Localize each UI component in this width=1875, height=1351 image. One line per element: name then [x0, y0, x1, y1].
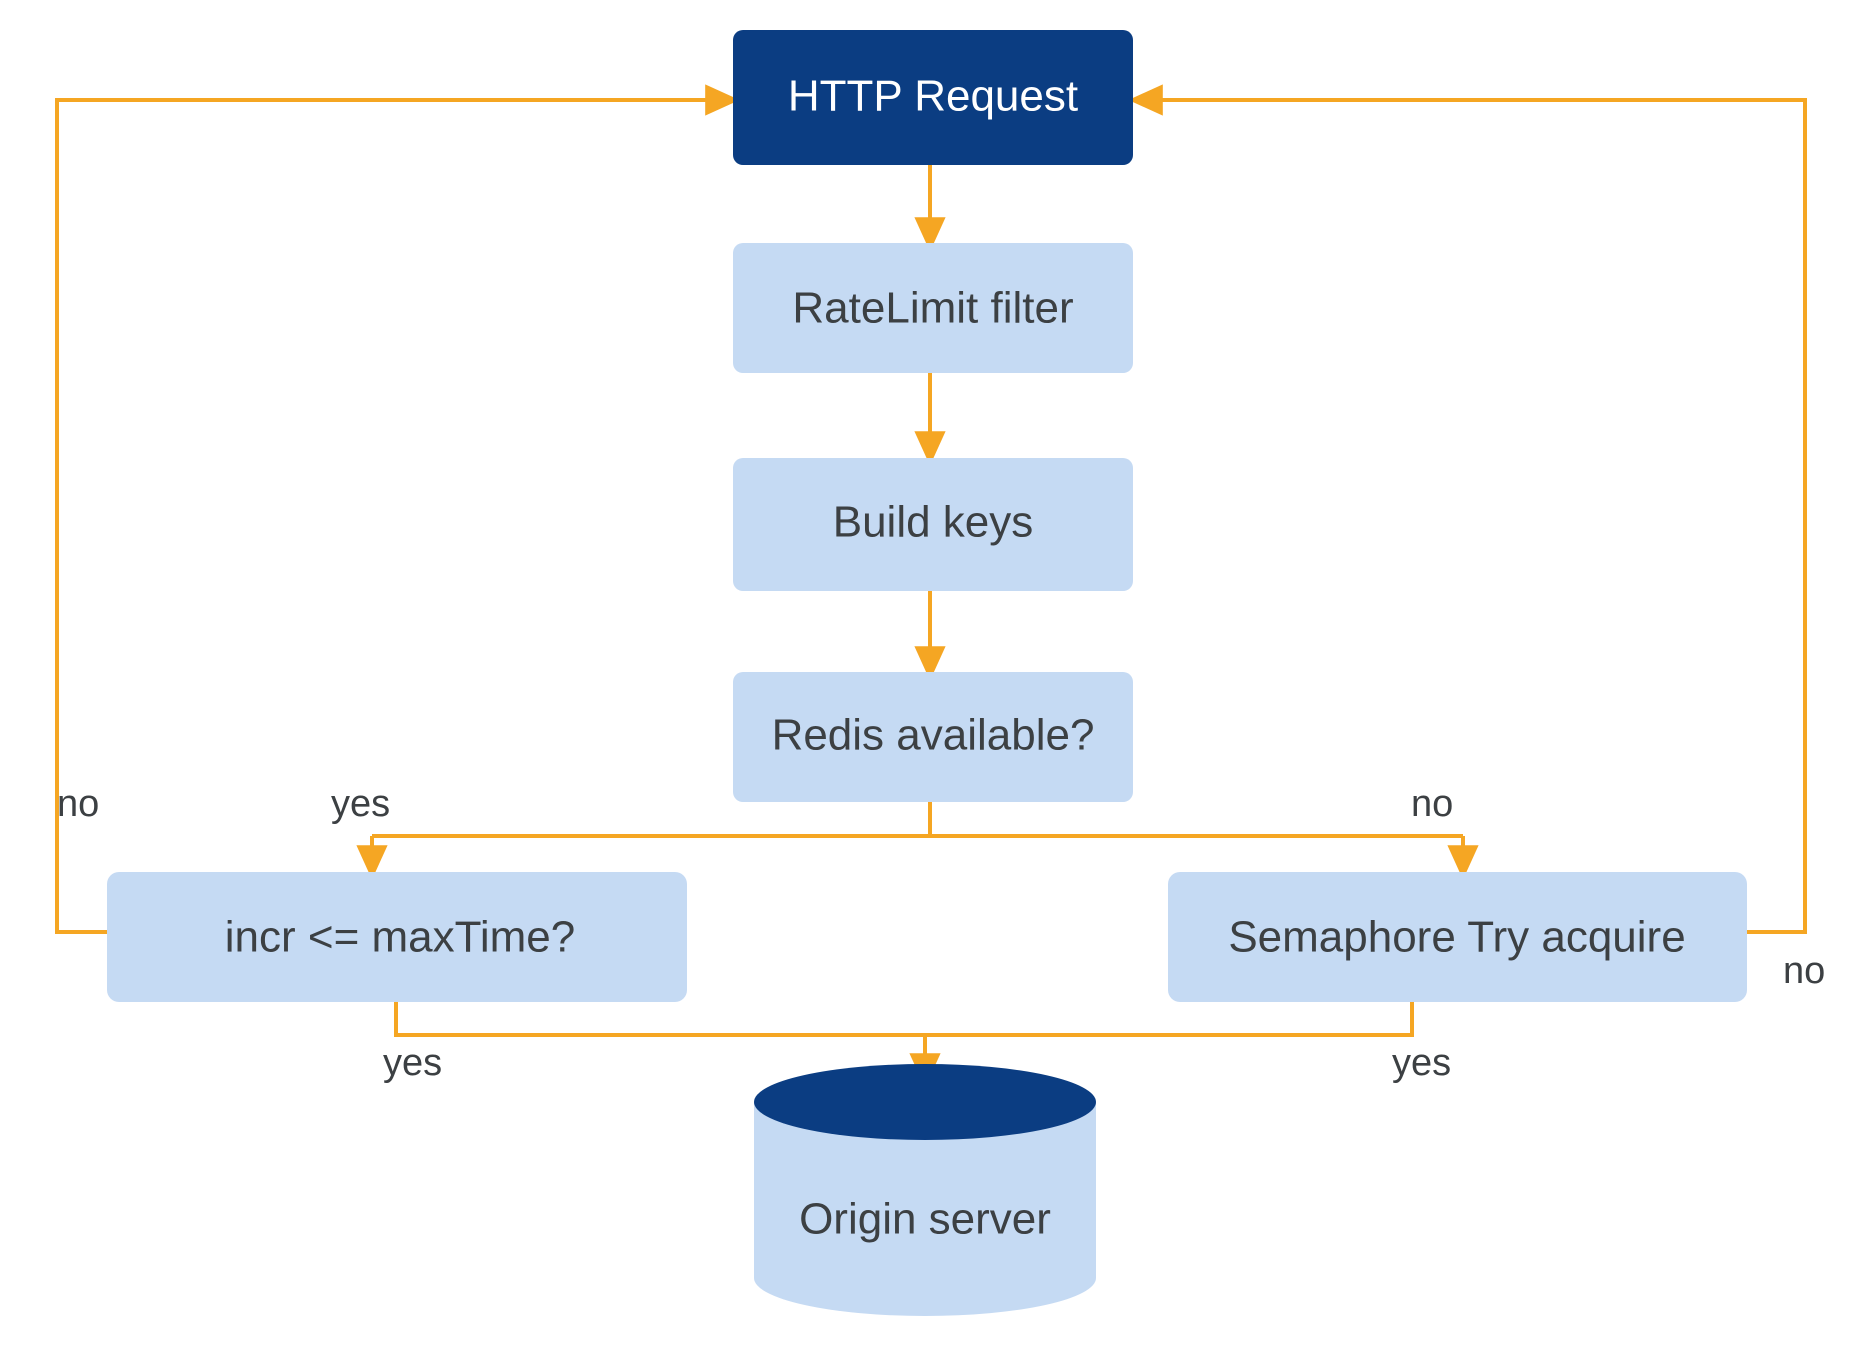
edge-label-yes-bottom-right: yes	[1392, 1042, 1451, 1084]
node-http-request-shape	[733, 30, 1133, 165]
edge-label-no-right: no	[1411, 783, 1453, 825]
node-incr-maxtime-label: incr <= maxTime?	[225, 913, 575, 962]
node-incr-maxtime[interactable]: incr <= maxTime?	[107, 872, 687, 1002]
node-build-keys[interactable]: Build keys	[733, 458, 1133, 591]
node-redis-available-label: Redis available?	[772, 711, 1095, 760]
edge-label-yes-bottom-left: yes	[383, 1042, 442, 1084]
edge-label-no-far-right: no	[1783, 950, 1825, 992]
node-redis-available[interactable]: Redis available?	[733, 672, 1133, 802]
node-ratelimit-filter-label: RateLimit filter	[792, 284, 1073, 333]
node-ratelimit-filter[interactable]: RateLimit filter	[733, 243, 1133, 373]
node-build-keys-shape	[733, 458, 1133, 591]
edge-semaphore-yes-to-origin-server	[925, 1002, 1414, 1037]
node-http-request[interactable]: HTTP Request	[733, 30, 1133, 165]
node-semaphore-try-acquire[interactable]: Semaphore Try acquire	[1168, 872, 1747, 1002]
edge-label-yes-left: yes	[331, 783, 390, 825]
node-origin-server-top	[754, 1064, 1096, 1140]
node-ratelimit-filter-shape	[733, 243, 1133, 373]
edge-incr-yes-to-origin-server	[394, 1002, 941, 1088]
node-semaphore-try-acquire-shape	[1168, 872, 1747, 1002]
node-http-request-label: HTTP Request	[788, 72, 1078, 121]
edge-label-no-left: no	[57, 783, 99, 825]
edge-semaphore-no-to-http-request	[1128, 84, 1807, 934]
node-incr-maxtime-shape	[107, 872, 687, 1002]
node-origin-server-label: Origin server	[799, 1195, 1051, 1244]
node-build-keys-label: Build keys	[833, 498, 1034, 547]
node-redis-available-shape	[733, 672, 1133, 802]
edge-incr-no-to-http-request	[55, 84, 740, 934]
node-origin-server-body	[754, 1102, 1096, 1316]
node-origin-server[interactable]: Origin server	[754, 1064, 1096, 1316]
node-semaphore-try-acquire-label: Semaphore Try acquire	[1228, 913, 1685, 962]
